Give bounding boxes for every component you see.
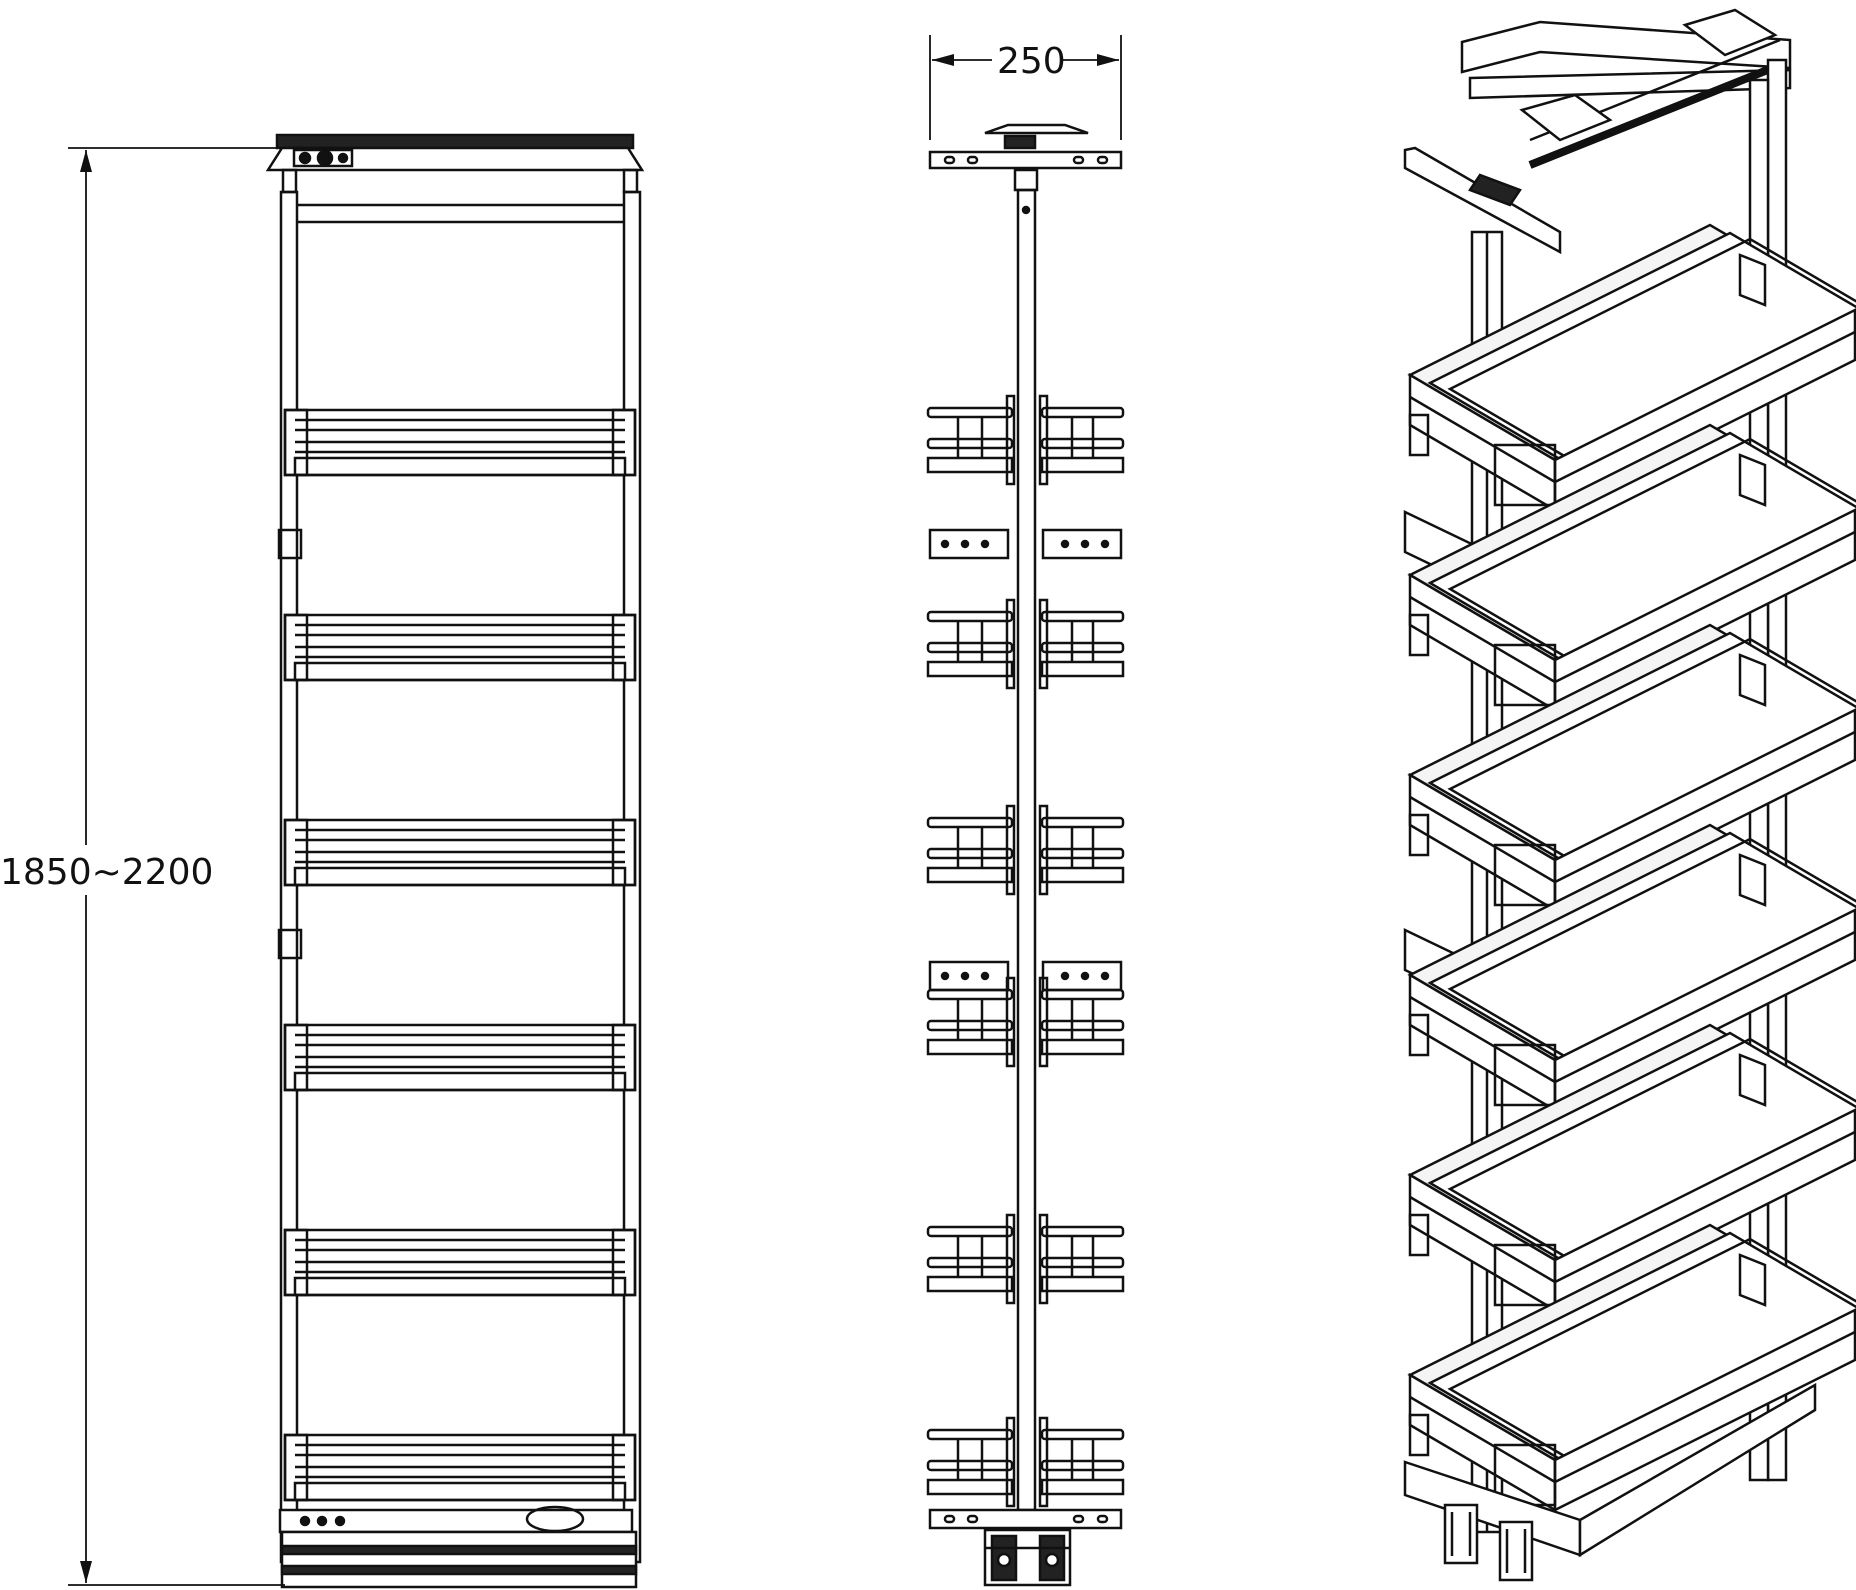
side-post	[1016, 188, 1037, 1512]
front-top-plate	[275, 133, 635, 150]
iso-shelf	[1407, 1023, 1856, 1313]
side-basket	[926, 1213, 1125, 1305]
side-bottom-bracket	[928, 1508, 1123, 1530]
height-label: 1850~2200	[0, 852, 213, 893]
front-shelf	[283, 818, 637, 887]
front-bottom-rail	[280, 1530, 638, 1589]
front-top-mount	[265, 146, 645, 172]
side-view: 250	[926, 35, 1125, 1587]
front-view	[265, 133, 645, 1589]
iso-top-bracket	[1403, 146, 1562, 255]
side-mounting-bracket	[928, 528, 1123, 560]
side-mounting-bracket	[928, 960, 1123, 992]
iso-shelf	[1407, 1223, 1856, 1513]
iso-shelf	[1407, 223, 1856, 513]
width-dimension: 250	[929, 35, 1122, 140]
front-shelf	[283, 1433, 637, 1502]
height-dimension: 1850~2200	[0, 147, 285, 1586]
side-basket	[926, 804, 1125, 896]
front-shelf	[283, 408, 637, 477]
iso-base-runner	[1403, 1382, 1817, 1582]
front-clip	[277, 528, 303, 560]
front-shelf	[283, 1023, 637, 1092]
side-basket	[926, 394, 1125, 486]
iso-shelf	[1407, 423, 1856, 713]
side-basket	[926, 598, 1125, 690]
front-shelf	[283, 613, 637, 682]
front-shelf	[283, 1228, 637, 1297]
iso-shelf	[1407, 823, 1856, 1113]
iso-shelf	[1407, 623, 1856, 913]
side-top-bracket	[928, 150, 1123, 170]
side-basket	[926, 1416, 1125, 1508]
isometric-view	[1403, 8, 1856, 1582]
width-label: 250	[997, 41, 1066, 82]
side-runner-mechanism	[983, 1528, 1072, 1587]
front-clip	[277, 928, 303, 960]
